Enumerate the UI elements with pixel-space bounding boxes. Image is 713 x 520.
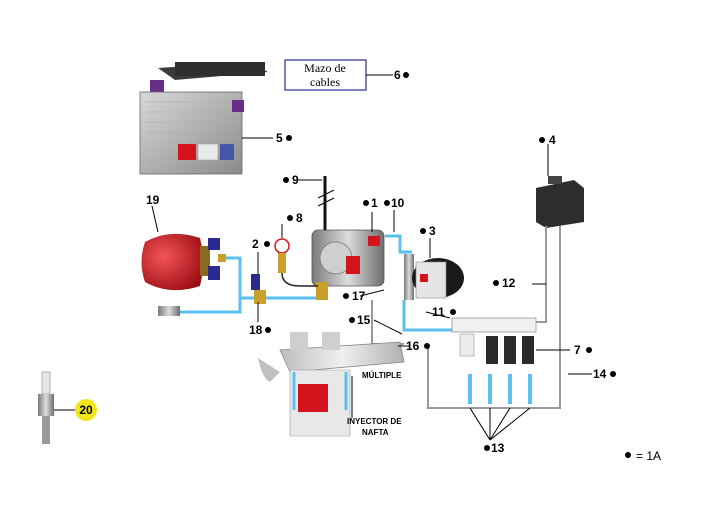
injector-rail	[452, 318, 570, 440]
callout-2: 2	[252, 237, 259, 251]
solenoid-valve	[251, 252, 266, 304]
filler-valve	[158, 306, 180, 316]
ecu-module	[140, 62, 273, 174]
callout-17: 17	[352, 289, 366, 303]
label-multiple: MÚLTIPLE	[362, 371, 402, 380]
callout-9: 9	[292, 173, 299, 187]
control-module	[536, 144, 584, 228]
callout-12: 12	[502, 276, 516, 290]
callout-13: 13	[491, 441, 505, 455]
wiring-harness-box: Mazo de cables	[285, 60, 393, 90]
wiring-box-line2: cables	[310, 75, 340, 89]
pressure-sensor	[275, 224, 289, 273]
gas-filter	[404, 238, 464, 300]
callout-3: 3	[429, 224, 436, 238]
callout-1: 1	[371, 196, 378, 210]
callout-14: 14	[593, 367, 607, 381]
callout-6: 6	[394, 68, 401, 82]
legend-text: = 1A	[636, 449, 661, 463]
callout-15: 15	[357, 313, 371, 327]
callout-19: 19	[146, 193, 160, 207]
label-injector-line1: INYECTOR DE	[347, 417, 402, 426]
callout-4: 4	[549, 133, 556, 147]
cable-cut	[298, 176, 334, 230]
callout-11: 11	[432, 305, 445, 319]
callout-16: 16	[406, 339, 420, 353]
callout-20: 20	[79, 403, 93, 417]
callout-7: 7	[574, 343, 581, 357]
label-injector-line2: NAFTA	[362, 428, 389, 437]
lpg-tank	[142, 206, 227, 290]
reducer-vaporizer	[282, 230, 384, 300]
callout-18: 18	[249, 323, 263, 337]
callout-5: 5	[276, 131, 283, 145]
wiring-box-line1: Mazo de	[304, 61, 346, 75]
callout-10: 10	[391, 196, 405, 210]
callout-8: 8	[296, 211, 303, 225]
